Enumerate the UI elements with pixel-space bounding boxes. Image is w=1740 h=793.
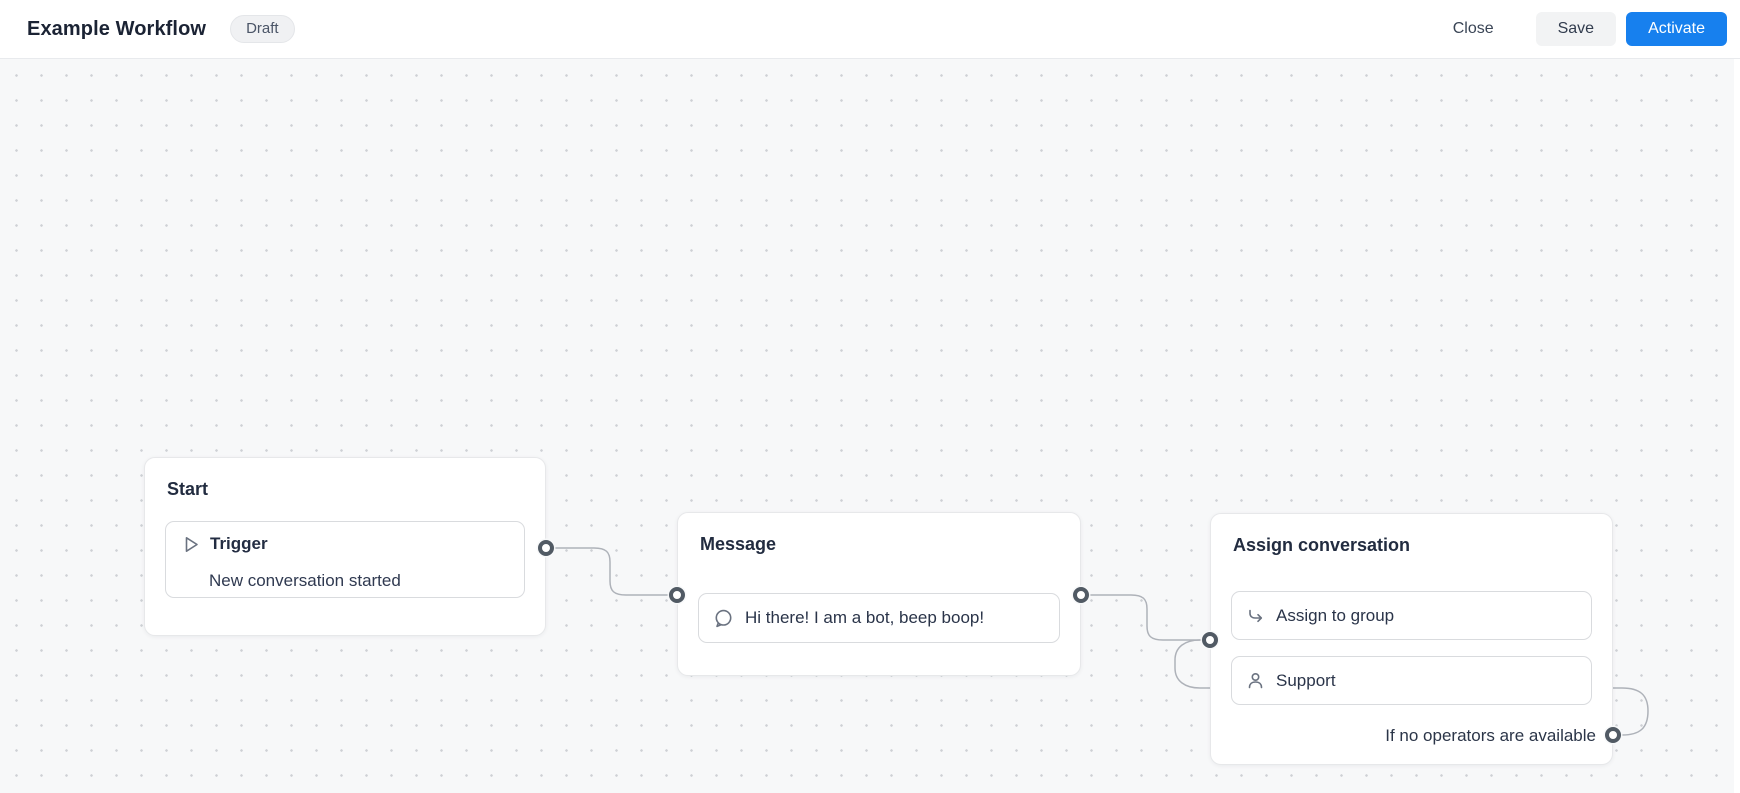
edge-message-to-assign xyxy=(1081,594,1210,641)
activate-button[interactable]: Activate xyxy=(1626,12,1727,46)
play-icon xyxy=(182,535,201,554)
message-item[interactable]: Hi there! I am a bot, beep boop! xyxy=(698,593,1060,643)
node-assign-title: Assign conversation xyxy=(1233,535,1411,555)
workflow-canvas[interactable] xyxy=(0,59,1740,793)
edge-start-to-message xyxy=(546,547,677,596)
close-button[interactable]: Close xyxy=(1435,12,1512,46)
canvas-scroll-strip xyxy=(1734,59,1740,793)
node-start[interactable]: Start Trigger New conversation started xyxy=(144,457,546,636)
workflow-header: Example Workflow Draft Close Save Activa… xyxy=(0,0,1740,59)
assign-to-group-label: Assign to group xyxy=(1276,605,1395,625)
support-group-label: Support xyxy=(1276,670,1336,690)
corner-down-right-icon xyxy=(1246,606,1265,625)
node-message-title: Message xyxy=(700,534,777,554)
trigger-item[interactable]: Trigger New conversation started xyxy=(165,521,525,598)
edge-no-operators-loop xyxy=(1174,639,1649,736)
port-message-output[interactable] xyxy=(1073,587,1089,603)
support-group-item[interactable]: Support xyxy=(1231,656,1592,705)
message-text: Hi there! I am a bot, beep boop! xyxy=(745,608,985,627)
port-message-input[interactable] xyxy=(669,587,685,603)
page-title: Example Workflow xyxy=(27,17,207,40)
no-operators-branch-label: If no operators are available xyxy=(1385,726,1596,745)
trigger-label: Trigger xyxy=(210,534,268,553)
chat-bubble-icon xyxy=(713,608,734,629)
node-start-title: Start xyxy=(167,479,209,499)
node-message[interactable]: Message Hi there! I am a bot, beep boop! xyxy=(677,512,1081,676)
port-assign-input[interactable] xyxy=(1202,632,1218,648)
header-actions: Close Save Activate xyxy=(1435,12,1727,46)
port-no-operators-output[interactable] xyxy=(1605,727,1621,743)
trigger-description: New conversation started xyxy=(209,571,401,590)
port-start-output[interactable] xyxy=(538,540,554,556)
save-button[interactable]: Save xyxy=(1535,12,1617,46)
assign-to-group-item[interactable]: Assign to group xyxy=(1231,591,1592,640)
node-assign-conversation[interactable]: Assign conversation Assign to group Supp… xyxy=(1210,513,1613,765)
status-badge: Draft xyxy=(230,15,295,43)
user-icon xyxy=(1246,671,1265,690)
